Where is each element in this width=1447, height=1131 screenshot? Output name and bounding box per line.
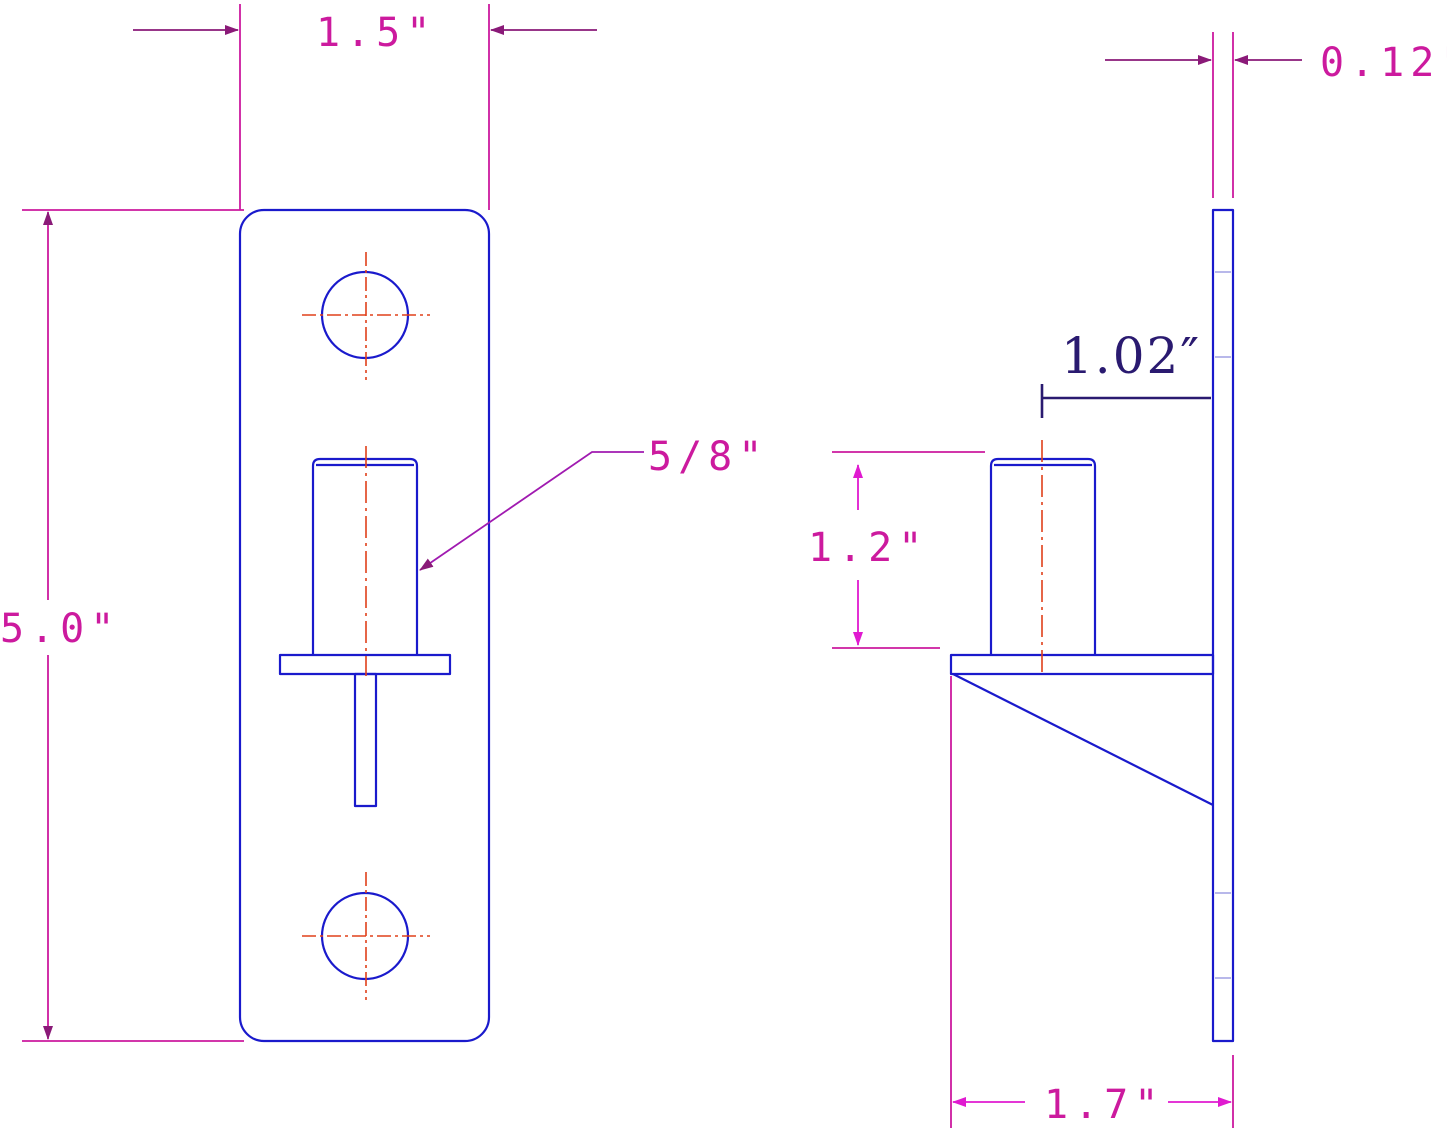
front-plate-outline <box>238 208 491 1043</box>
pin-diameter-leader <box>419 451 644 571</box>
side-gusset-diagonal <box>952 673 1214 806</box>
front-pin-outline <box>311 457 419 655</box>
side-pin-outline <box>989 457 1097 655</box>
height-dimension-label: 5.0" <box>0 606 120 652</box>
pin-offset-label: 1.02″ <box>1061 327 1201 385</box>
front-gusset <box>353 672 378 808</box>
front-view: 1.5" 5.0" 5/8" <box>0 4 768 1043</box>
side-shelf <box>949 653 1215 676</box>
pin-diameter-label: 5/8" <box>648 434 768 480</box>
width-dimension-label: 1.5" <box>316 10 436 56</box>
depth-dimension-label: 1.7" <box>1044 1082 1164 1128</box>
side-view: 0.12" 1.02″ 1.2" 1.7" <box>808 32 1447 1128</box>
side-plate-outline <box>1211 208 1235 1043</box>
thickness-dimension-label: 0.12" <box>1320 40 1447 86</box>
pin-height-label: 1.2" <box>808 525 928 571</box>
front-flange <box>278 653 452 676</box>
